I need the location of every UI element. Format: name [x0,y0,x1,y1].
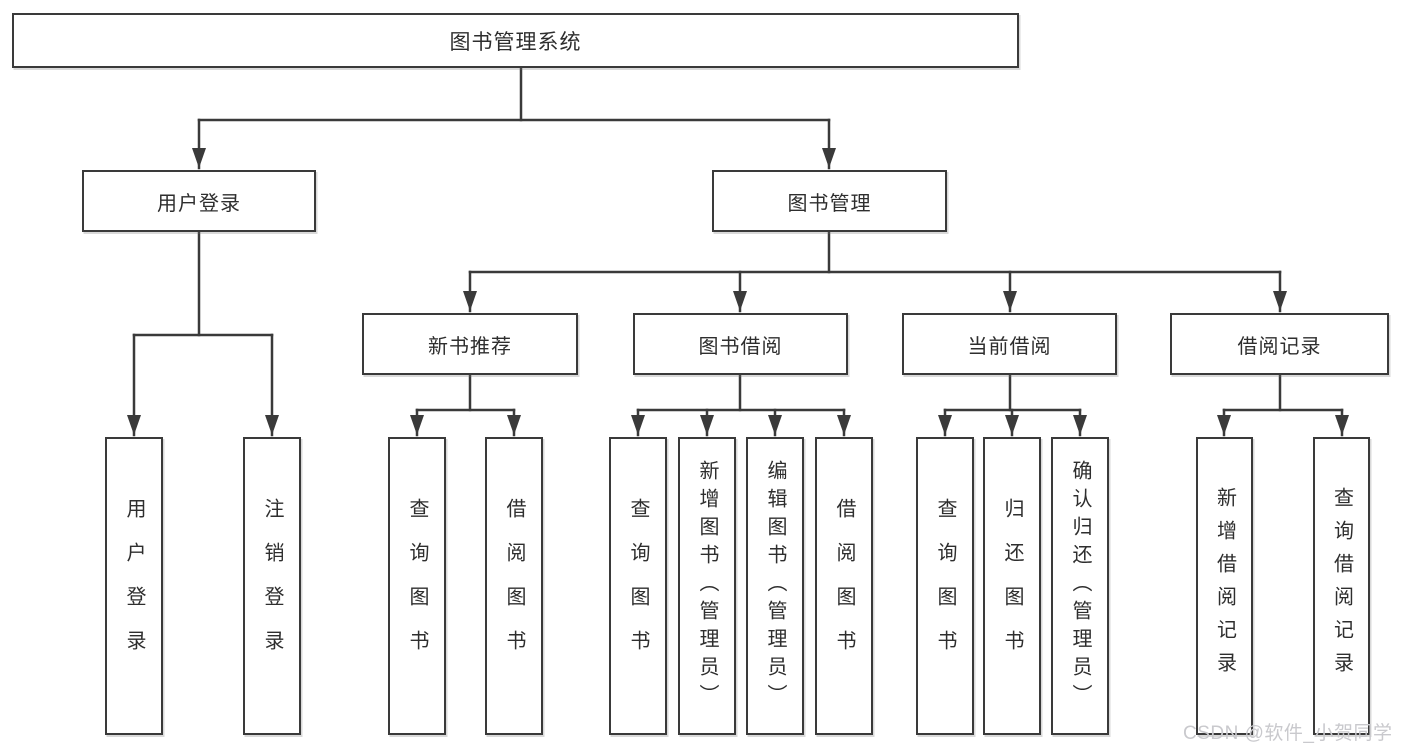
node-label: 归还图书 [1001,498,1023,674]
node-label: 图书借阅 [698,335,783,358]
node-label: 新增图书（管理员） [696,460,718,712]
leaf-borrow-books: 借阅图书 [815,437,873,735]
leaf-query-books-borrowing: 查询图书 [609,437,667,735]
node-label: 新书推荐 [428,335,512,358]
node-label: 编辑图书（管理员） [764,460,786,712]
node-label: 借阅图书 [503,498,525,674]
node-label: 借阅记录 [1237,335,1322,358]
node-library-management-system: 图书管理系统 [12,13,1019,68]
node-label: 注销登录 [261,498,283,674]
node-label: 用户登录 [157,192,241,215]
leaf-edit-books-admin: 编辑图书（管理员） [746,437,804,735]
node-new-book-recommend: 新书推荐 [362,313,578,375]
csdn-watermark: CSDN @软件_小贺同学 [1183,723,1393,744]
node-label: 用户登录 [123,498,145,674]
leaf-query-borrow-record: 查询借阅记录 [1313,437,1370,735]
leaf-query-books-recommend: 查询图书 [388,437,446,735]
leaf-borrow-books-recommend: 借阅图书 [485,437,543,735]
leaf-query-books-current: 查询图书 [916,437,974,735]
node-label: 当前借阅 [967,335,1052,358]
leaf-add-borrow-record: 新增借阅记录 [1196,437,1253,735]
node-current-borrowing: 当前借阅 [902,313,1117,375]
node-user-login: 用户登录 [82,170,316,232]
node-book-borrowing: 图书借阅 [633,313,848,375]
leaf-user-login: 用户登录 [105,437,163,735]
node-label: 图书管理系统 [449,30,582,54]
node-label: 查询借阅记录 [1330,487,1353,685]
leaf-return-books: 归还图书 [983,437,1041,735]
node-label: 图书管理 [787,192,872,215]
leaf-confirm-return-admin: 确认归还（管理员） [1051,437,1109,735]
node-label: 查询图书 [406,498,428,674]
leaf-logout: 注销登录 [243,437,301,735]
node-book-management: 图书管理 [712,170,947,232]
node-label: 查询图书 [934,498,956,674]
node-borrowing-records: 借阅记录 [1170,313,1389,375]
node-label: 借阅图书 [833,498,855,674]
leaf-add-books-admin: 新增图书（管理员） [678,437,736,735]
node-label: 确认归还（管理员） [1069,460,1091,712]
node-label: 新增借阅记录 [1213,487,1236,685]
node-label: 查询图书 [627,498,649,674]
